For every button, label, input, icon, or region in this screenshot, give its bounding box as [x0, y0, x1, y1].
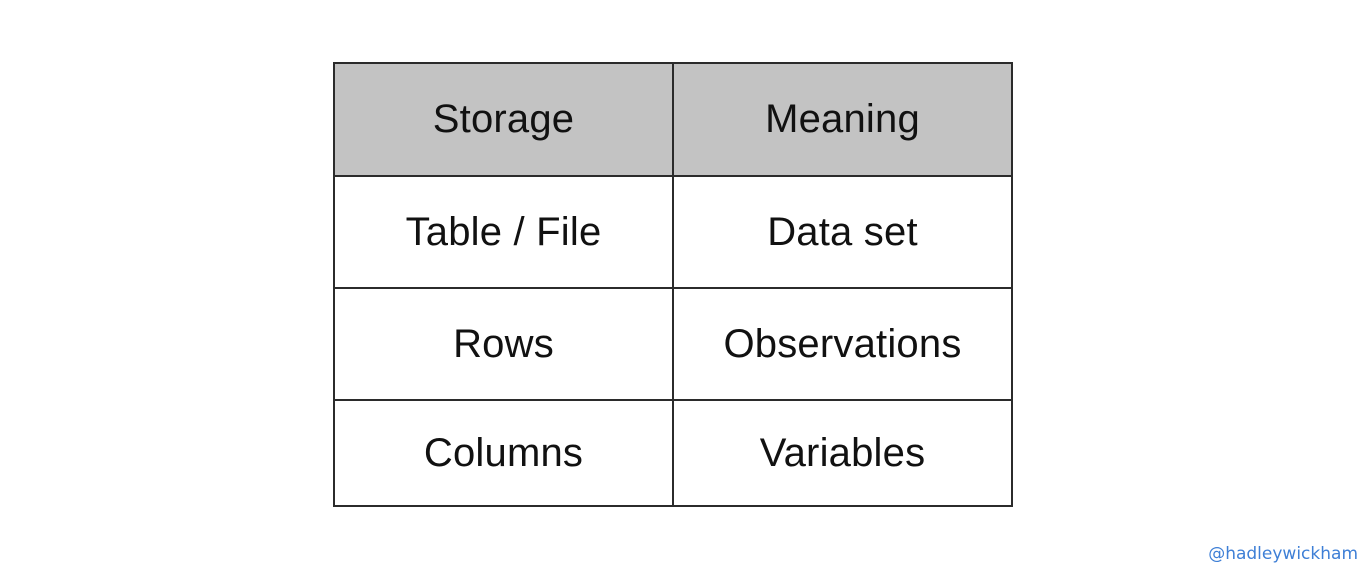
table-row: Rows Observations	[333, 287, 1013, 401]
cell-meaning: Data set	[672, 175, 1013, 289]
author-handle: @hadleywickham	[1208, 544, 1358, 564]
cell-storage: Table / File	[333, 175, 674, 289]
table-header-row: Storage Meaning	[333, 62, 1013, 177]
cell-storage: Rows	[333, 287, 674, 401]
table-row: Columns Variables	[333, 399, 1013, 507]
cell-storage: Columns	[333, 399, 674, 507]
storage-meaning-table: Storage Meaning Table / File Data set Ro…	[333, 62, 1013, 507]
header-meaning: Meaning	[672, 62, 1013, 177]
cell-meaning: Variables	[672, 399, 1013, 507]
table-row: Table / File Data set	[333, 175, 1013, 289]
header-storage: Storage	[333, 62, 674, 177]
cell-meaning: Observations	[672, 287, 1013, 401]
